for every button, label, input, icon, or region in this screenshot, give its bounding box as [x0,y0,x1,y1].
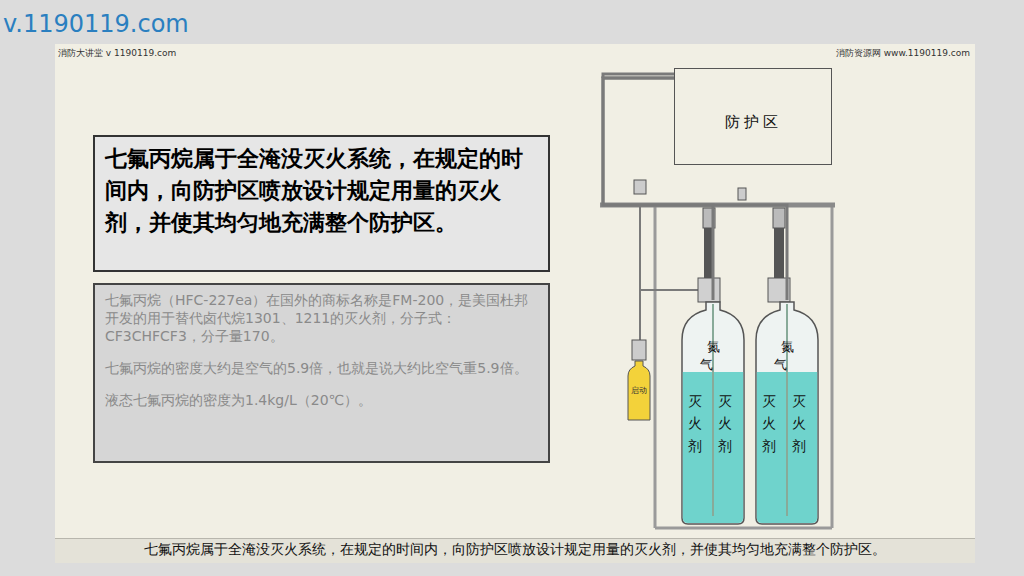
site-label: 消防资源网 www.1190119.com [836,47,970,60]
info-text: 七氟丙烷（HFC-227ea）在国外的商标名称是FM-200，是美国杜邦开发的用… [105,291,538,345]
heading-text: 七氟丙烷属于全淹没灭火系统，在规定的时间内，向防护区喷放设计规定用量的灭火剂，并… [105,143,538,239]
heading-box: 七氟丙烷属于全淹没灭火系统，在规定的时间内，向防护区喷放设计规定用量的灭火剂，并… [93,135,550,272]
cylinder-outline [680,300,746,525]
protection-zone: 防护区 [674,68,832,165]
agent-cylinder: 氮气灭火剂 灭火剂 [680,300,746,525]
info-text: 液态七氟丙烷的密度为1.4kg/L（20℃）。 [105,391,538,409]
agent-label: 灭火剂 [792,390,806,457]
info-box: 七氟丙烷（HFC-227ea）在国外的商标名称是FM-200，是美国杜邦开发的用… [93,283,550,463]
agent-label: 灭火剂 [718,390,732,457]
info-text: 七氟丙烷的密度大约是空气的5.9倍，也就是说大约比空气重5.9倍。 [105,359,538,377]
agent-cylinder: 氮气灭火剂 灭火剂 [754,300,820,525]
zone-label: 防护区 [675,113,831,132]
cylinder-outline [754,300,820,525]
starter-cylinder: 启动 [627,360,651,422]
gas-label: 氮气 [680,338,746,374]
site-label: 消防大讲堂 v 1190119.com [58,47,176,60]
site-label: v.1190119.com [3,10,189,38]
agent-label: 灭火剂 [762,390,776,457]
gas-label: 氮气 [754,338,820,374]
starter-label: 启动 [630,386,648,395]
agent-label: 灭火剂 [688,390,702,457]
caption-text: 七氟丙烷属于全淹没灭火系统，在规定的时间内，向防护区喷放设计规定用量的灭火剂，并… [58,541,972,559]
